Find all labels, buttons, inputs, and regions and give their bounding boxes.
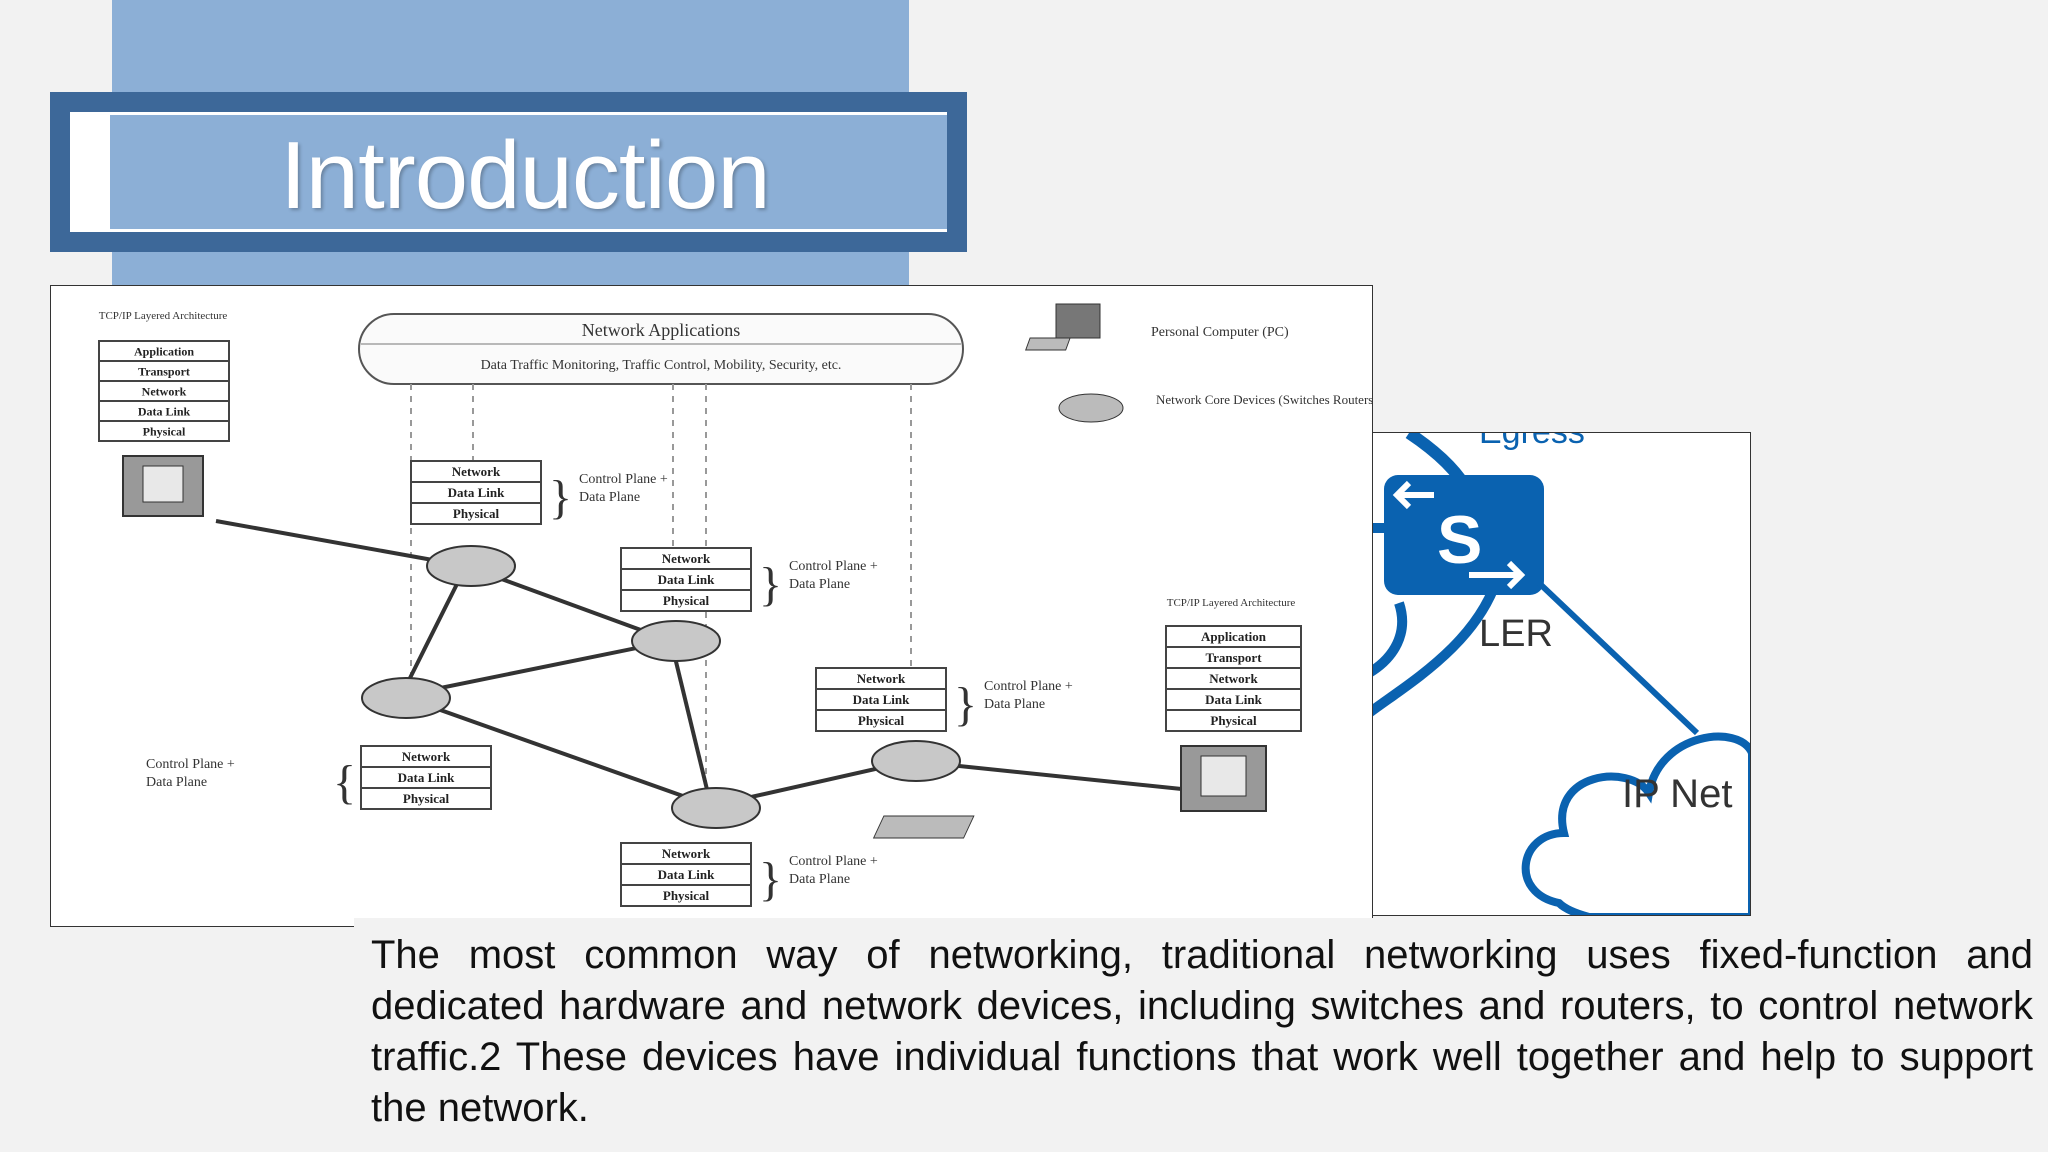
right-stack-layer-label: Physical: [1210, 713, 1257, 728]
core-routers: [361, 545, 961, 829]
device-stack-layer-label: Data Link: [853, 692, 910, 707]
legend-pc-label: Personal Computer (PC): [1151, 325, 1289, 340]
legend-core-label: Network Core Devices (Switches Routers): [1156, 392, 1373, 407]
plane-label: Control Plane +Data Plane: [984, 679, 1073, 712]
legend-pc: Personal Computer (PC): [1025, 303, 1289, 351]
device-stack-layer-label: Network: [662, 846, 711, 861]
device-stack-layer-box: [620, 884, 752, 907]
device-stack-layer-label: Physical: [663, 593, 710, 608]
slide-title: Introduction: [280, 122, 771, 229]
brace-icon: }: [954, 678, 977, 731]
plane-label: Control Plane +Data Plane: [789, 854, 878, 887]
left-stack-layer-label: Physical: [143, 424, 186, 438]
device-stack-layer-box: [360, 787, 492, 810]
left-tcpip-stack: TCP/IP Layered Architecture ApplicationT…: [98, 310, 230, 442]
ler-diagram-svg: Egress S LER IP Net: [1369, 433, 1750, 915]
router-icon: [631, 620, 721, 662]
plane-label: Control Plane +Data Plane: [789, 559, 878, 592]
slide-body-text: The most common way of networking, tradi…: [354, 918, 2038, 1152]
device-stack-layer-label: Physical: [858, 713, 905, 728]
left-stack-layer-label: Application: [134, 344, 194, 358]
network-apps-title: Network Applications: [582, 320, 740, 340]
switch-letter: S: [1437, 502, 1482, 578]
right-stack-layer-label: Transport: [1205, 650, 1262, 665]
brace-icon: {: [333, 756, 356, 809]
title-inner: Introduction: [70, 112, 947, 232]
device-stack-layer-label: Physical: [663, 888, 710, 903]
ler-label: LER: [1479, 613, 1553, 655]
device-stack-layer-label: Data Link: [658, 572, 715, 587]
brace-icon: }: [759, 853, 782, 906]
legend-core: Network Core Devices (Switches Routers): [1058, 392, 1373, 423]
right-stack-layer-box: [1165, 709, 1302, 732]
arrow-right-icon: [1469, 560, 1526, 590]
right-stack-heading: TCP/IP Layered Architecture: [1167, 597, 1296, 609]
pc-left: [122, 455, 204, 517]
network-diagram-image: Network Applications Data Traffic Monito…: [50, 285, 1373, 927]
pc-icon: [1055, 303, 1101, 339]
device-stack-layer-label: Physical: [453, 506, 500, 521]
left-stack-layer-label: Data Link: [138, 404, 191, 418]
left-stack-layer-box: [98, 420, 230, 442]
network-apps-subtitle: Data Traffic Monitoring, Traffic Control…: [481, 358, 842, 373]
link-line: [1369, 571, 1504, 718]
cloud-label: IP Net: [1622, 772, 1732, 816]
right-stack-layer-label: Application: [1201, 629, 1267, 644]
brace-icon: }: [759, 558, 782, 611]
network-apps-box: [358, 313, 964, 385]
router-icon: [426, 545, 516, 587]
device-stack-layer-label: Data Link: [398, 770, 455, 785]
device-stack-layer-label: Network: [452, 464, 501, 479]
left-stack-layer-label: Transport: [138, 364, 190, 378]
arrow-left-icon: [1392, 480, 1434, 510]
plane-label: Control Plane +Data Plane: [579, 472, 668, 505]
device-stack-layer-label: Network: [402, 749, 451, 764]
right-stack-layer-label: Network: [1209, 671, 1258, 686]
device-stack-layer-label: Data Link: [448, 485, 505, 500]
router-icon: [1058, 393, 1124, 423]
title-frame: Introduction: [50, 92, 967, 252]
network-diagram-svg: Network Applications Data Traffic Monito…: [98, 303, 1373, 907]
router-icon: [871, 740, 961, 782]
pc-right: [872, 745, 1267, 839]
link-line: [1369, 601, 1408, 678]
device-stack-layer-box: [815, 709, 947, 732]
egress-label: Egress: [1479, 433, 1585, 451]
left-stack-layer-label: Network: [142, 384, 187, 398]
brace-icon: }: [549, 471, 572, 524]
switch-icon: [1384, 475, 1544, 595]
left-stack-heading: TCP/IP Layered Architecture: [99, 310, 228, 322]
cloud-icon: [1521, 732, 1750, 915]
link-line: [1536, 580, 1700, 736]
right-stack-layer-label: Data Link: [1205, 692, 1262, 707]
plane-label: Control Plane +Data Plane: [146, 757, 235, 790]
ler-diagram-image: Egress S LER IP Net: [1368, 432, 1751, 916]
router-icon: [671, 787, 761, 829]
device-stack-layer-box: [410, 502, 542, 525]
right-tcpip-stack: TCP/IP Layered Architecture ApplicationT…: [1165, 597, 1302, 732]
device-stack-layer-label: Network: [662, 551, 711, 566]
device-stack-layer-box: [620, 589, 752, 612]
device-stack-layer-label: Physical: [403, 791, 450, 806]
device-stack-layer-label: Data Link: [658, 867, 715, 882]
router-icon: [361, 677, 451, 719]
device-stack-layer-label: Network: [857, 671, 906, 686]
dashed-connectors: [410, 384, 912, 786]
